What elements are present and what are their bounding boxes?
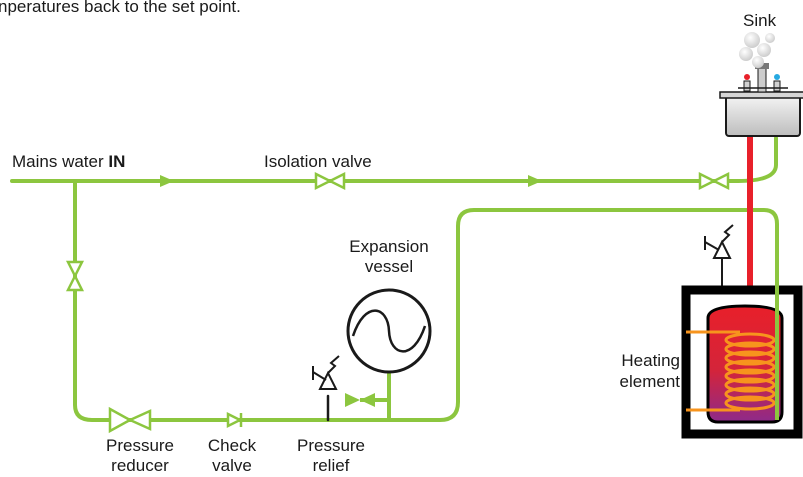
- check-valve: [226, 411, 243, 429]
- expansion-vessel-valve: [345, 393, 389, 407]
- heating-element-label: Heating: [621, 351, 680, 370]
- expansion-vessel: [346, 288, 432, 374]
- mains-water-label: Mains water IN: [12, 152, 125, 171]
- hot-water-cylinder: [681, 226, 803, 439]
- tank-feed-pipe: [73, 179, 779, 422]
- sink-label: Sink: [743, 11, 777, 30]
- check-valve-label-line2: valve: [212, 456, 252, 475]
- pressure-reducer-label-line2: reducer: [111, 456, 169, 475]
- pressure-reducer-valve: [108, 406, 152, 434]
- pressure-reducer-label: Pressure: [106, 436, 174, 455]
- heating-element-label-line2: element: [620, 372, 681, 391]
- sink-cold-feed-pipe: [736, 136, 778, 183]
- expansion-vessel-label-line2: vessel: [365, 257, 413, 276]
- sink: [719, 91, 803, 137]
- header-text: nperatures back to the set point.: [0, 0, 241, 16]
- isolation-valve: [314, 171, 346, 191]
- pressure-relief-label: Pressure: [297, 436, 365, 455]
- flow-arrow: [160, 175, 174, 187]
- pressure-relief-label-line2: relief: [313, 456, 350, 475]
- isolation-valve-label: Isolation valve: [264, 152, 372, 171]
- steam-icon: [739, 32, 775, 68]
- pressure-relief-valve-icon: [312, 355, 340, 390]
- check-valve-label: Check: [208, 436, 257, 455]
- sink-isolation-valve: [698, 171, 730, 191]
- flow-arrow: [528, 175, 542, 187]
- expansion-vessel-label: Expansion: [349, 237, 428, 256]
- heating-coil: [686, 330, 776, 412]
- branch-isolation-valve: [65, 260, 85, 292]
- tank-relief-valve-icon: [704, 224, 734, 292]
- sink-taps-icon: [738, 63, 788, 93]
